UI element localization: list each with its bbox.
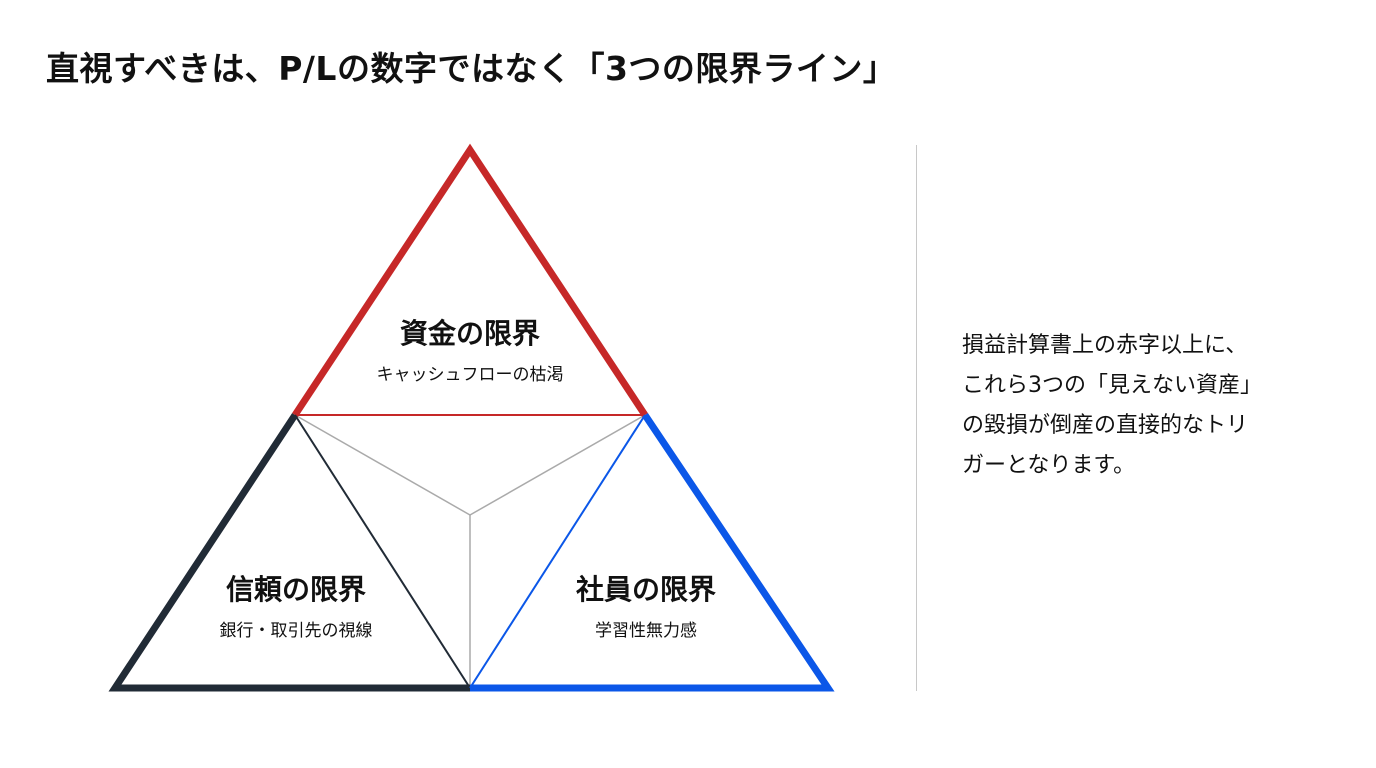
segment-sub: 銀行・取引先の視線: [219, 621, 373, 641]
vertical-divider: [916, 145, 917, 691]
side-explanation: 損益計算書上の赤字以上に、 これら3つの「見えない資産」 の毀損が倒産の直接的な…: [962, 326, 1262, 486]
segment-heading: 資金の限界: [399, 317, 540, 350]
side-line: の毀損が倒産の直接的なトリ: [962, 413, 1249, 438]
segment-sub: 学習性無力感: [594, 621, 697, 641]
employee-limit-triangle: [469, 413, 835, 692]
side-line: ガーとなります。: [962, 453, 1136, 478]
side-line: これら3つの「見えない資産」: [962, 373, 1262, 398]
inner-divider-lines: [294, 414, 646, 688]
cash-limit-triangle: [292, 143, 648, 417]
cash-limit-label: 資金の限界 キャッシュフローの枯渇: [377, 312, 564, 385]
segment-heading: 信頼の限界: [225, 573, 366, 606]
employee-limit-label: 社員の限界 学習性無力感: [576, 568, 716, 641]
side-line: 損益計算書上の赤字以上に、: [962, 333, 1248, 358]
page-title: 直視すべきは、P/Lの数字ではなく「3つの限界ライン」: [46, 49, 897, 88]
trust-limit-label: 信頼の限界 銀行・取引先の視線: [220, 568, 373, 641]
trust-limit-triangle: [108, 413, 471, 692]
segment-sub: キャッシュフローの枯渇: [376, 365, 564, 385]
segment-heading: 社員の限界: [575, 573, 717, 606]
